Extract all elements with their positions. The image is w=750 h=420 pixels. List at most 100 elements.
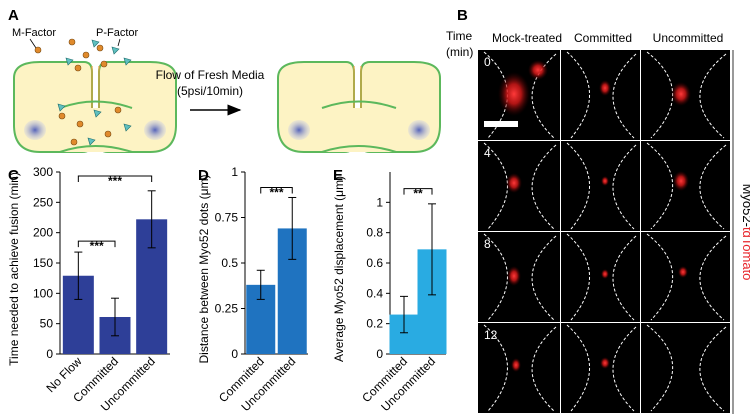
column-header: Mock-treated (492, 31, 562, 45)
cell-outline-left (566, 324, 591, 412)
myo52-signal (599, 80, 611, 96)
cell-outline-right (531, 53, 557, 139)
cell-outline-left (566, 142, 591, 230)
myo52-signal (601, 269, 609, 279)
side-label: Myo52-tdTomato (740, 184, 750, 281)
panel-label-c: C (8, 167, 19, 184)
cell-outline-right (699, 235, 727, 321)
panel-label-d: D (198, 167, 209, 184)
myo52-signal (671, 82, 691, 106)
y-tick-label: 0.75 (215, 211, 239, 225)
significance-label: ** (413, 187, 423, 201)
y-tick-label: 300 (33, 165, 53, 179)
scale-bar (484, 121, 518, 127)
y-tick-label: 0.25 (215, 302, 239, 316)
micrograph-cell (561, 50, 640, 140)
y-tick-label: 0 (46, 347, 53, 361)
cell-outline-left (483, 324, 508, 412)
myo52-signal (673, 171, 689, 191)
micrograph-cell (561, 323, 640, 413)
micrograph-cell: 12 (478, 323, 560, 413)
time-point-label: 8 (484, 237, 491, 251)
micrograph-cell (641, 141, 730, 231)
y-tick-label: 100 (33, 286, 53, 300)
m-factor-label: M-Factor (12, 27, 56, 39)
micrograph-background (641, 323, 730, 413)
cell-outline-left (483, 233, 508, 321)
micrograph-cell: 8 (478, 232, 560, 322)
micrograph-cell (561, 232, 640, 322)
y-tick-label: 200 (33, 226, 53, 240)
time-point-label: 4 (484, 146, 491, 160)
micrograph-background (561, 50, 640, 140)
y-tick-label: 50 (40, 317, 54, 331)
micrograph-background (561, 323, 640, 413)
time-unit-header: (min) (446, 45, 473, 59)
cell-outline-right (531, 144, 557, 230)
cell-pair-before (13, 61, 177, 153)
p-factor-molecules (57, 39, 132, 146)
y-tick-label: 0.4 (366, 286, 383, 300)
y-tick-label: 0.6 (366, 256, 383, 270)
myo52-signal (507, 266, 521, 286)
cell-outline-left (566, 233, 591, 321)
cell-outline-left (646, 51, 674, 139)
time-point-label: 0 (484, 55, 491, 69)
y-tick-label: 0 (376, 347, 383, 361)
micrograph-cell (641, 323, 730, 413)
y-tick-label: 0.8 (366, 226, 383, 240)
myo52-signal (528, 60, 548, 80)
cell-outline-right (699, 326, 727, 412)
cell-outline-left (646, 142, 674, 230)
column-header: Committed (574, 31, 632, 45)
panel-a: A M-Factor P-Factor (8, 7, 441, 153)
cell-pair-after (277, 61, 441, 153)
nucleus-right (144, 120, 166, 140)
myo52-signal (600, 357, 610, 369)
micrograph-cell (641, 50, 730, 140)
micrograph-background (561, 232, 640, 322)
cell-outline-right (531, 235, 557, 321)
myo52-signal (498, 72, 530, 116)
cell-outline-right (612, 53, 637, 139)
p-factor-label: P-Factor (96, 27, 139, 39)
micrograph-cell (641, 232, 730, 322)
y-tick-label: 0 (231, 347, 238, 361)
m-factor-molecules (34, 38, 122, 146)
cell-outline-right (612, 326, 637, 412)
significance-label: *** (269, 185, 283, 199)
panel-label-e: E (333, 167, 343, 184)
flow-sublabel: (5psi/10min) (177, 84, 243, 98)
cell-outline-left (483, 51, 508, 139)
flow-label: Flow of Fresh Media (156, 68, 265, 82)
myo52-signal (678, 266, 688, 278)
cell-outline-right (699, 144, 727, 230)
y-tick-label: 0.5 (221, 256, 238, 270)
y-tick-label: 150 (33, 256, 53, 270)
cell-outline-left (483, 142, 508, 230)
myo52-signal (506, 173, 522, 193)
cell-outline-right (612, 235, 637, 321)
y-axis-label: Average Myo52 displacement (μm) (332, 176, 346, 362)
y-tick-label: 1 (376, 195, 383, 209)
side-label-colored: tdTomato (740, 227, 750, 280)
significance-label: *** (108, 174, 122, 188)
y-axis-label: Time needed to achieve fusion (min) (7, 172, 21, 366)
significance-bracket (260, 186, 293, 194)
significance-label: *** (90, 239, 104, 253)
y-tick-label: 1 (231, 165, 238, 179)
time-point-label: 12 (484, 328, 498, 342)
micrograph-cell (561, 141, 640, 231)
significance-bracket (77, 240, 116, 248)
cell-outline-right (531, 326, 557, 412)
panel-label-a: A (8, 7, 19, 24)
micrograph-cell: 4 (478, 141, 560, 231)
panel-label-b: B (457, 7, 468, 24)
cell-outline-left (566, 51, 591, 139)
cell-outline-right (699, 53, 727, 139)
